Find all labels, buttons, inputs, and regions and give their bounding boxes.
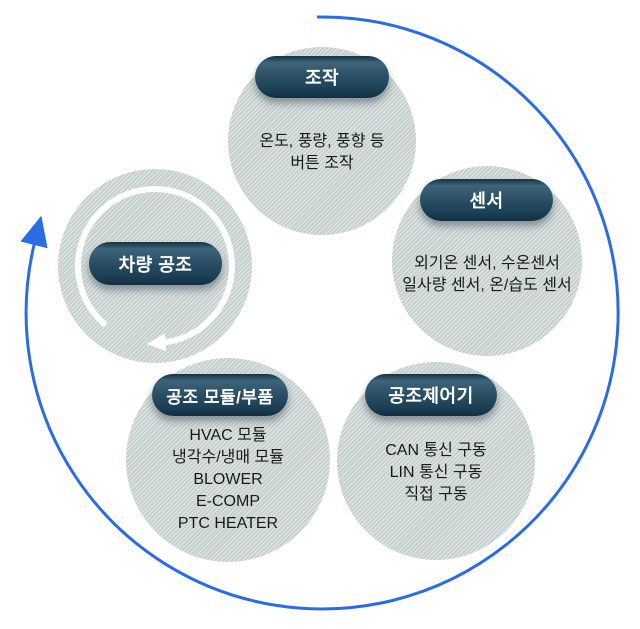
node-operation-label: 조작: [304, 68, 340, 88]
node-hub-label: 차량 공조: [118, 254, 193, 275]
node-module-label: 공조 모듈/부품: [166, 387, 274, 407]
desc-line: 직접 구동: [404, 486, 468, 503]
desc-line: E-COMP: [196, 493, 260, 510]
node-hub-pill: 차량 공조: [89, 242, 222, 285]
node-controller-pill: 공조제어기: [365, 374, 497, 416]
node-sensor-label: 센서: [469, 191, 504, 211]
node-operation: 조작 온도, 풍량, 풍향 등 버튼 조작: [228, 47, 416, 235]
node-operation-pill: 조작: [255, 56, 389, 98]
node-operation-desc: 온도, 풍량, 풍향 등 버튼 조작: [197, 131, 447, 175]
node-controller-desc: CAN 통신 구동 LIN 통신 구동 직접 구동: [311, 440, 561, 506]
desc-line: 일사량 센서, 온/습도 센서: [402, 277, 572, 294]
desc-line: 외기온 센서, 수온센서: [414, 255, 560, 272]
node-sensor-desc: 외기온 센서, 수온센서 일사량 센서, 온/습도 센서: [362, 253, 612, 297]
node-module: 공조 모듈/부품 HVAC 모듈 냉각수/냉매 모듈 BLOWER E-COMP…: [126, 358, 330, 562]
node-controller-label: 공조제어기: [388, 386, 474, 406]
node-sensor: 센서 외기온 센서, 수온센서 일사량 센서, 온/습도 센서: [392, 166, 582, 356]
desc-line: 버튼 조작: [290, 155, 354, 172]
rotation-arrow-icon: [74, 186, 235, 352]
desc-line: CAN 통신 구동: [385, 442, 487, 459]
node-controller: 공조제어기 CAN 통신 구동 LIN 통신 구동 직접 구동: [337, 362, 535, 560]
node-sensor-pill: 센서: [420, 179, 553, 221]
desc-line: HVAC 모듈: [189, 427, 267, 444]
desc-line: 냉각수/냉매 모듈: [172, 449, 284, 466]
node-hub: 차량 공조: [58, 169, 252, 363]
node-module-pill: 공조 모듈/부품: [152, 374, 288, 416]
desc-line: 온도, 풍량, 풍향 등: [259, 133, 385, 150]
desc-line: PTC HEATER: [177, 515, 279, 532]
desc-line: LIN 통신 구동: [389, 464, 483, 481]
desc-line: BLOWER: [193, 471, 263, 488]
node-module-desc: HVAC 모듈 냉각수/냉매 모듈 BLOWER E-COMP PTC HEAT…: [103, 425, 353, 535]
